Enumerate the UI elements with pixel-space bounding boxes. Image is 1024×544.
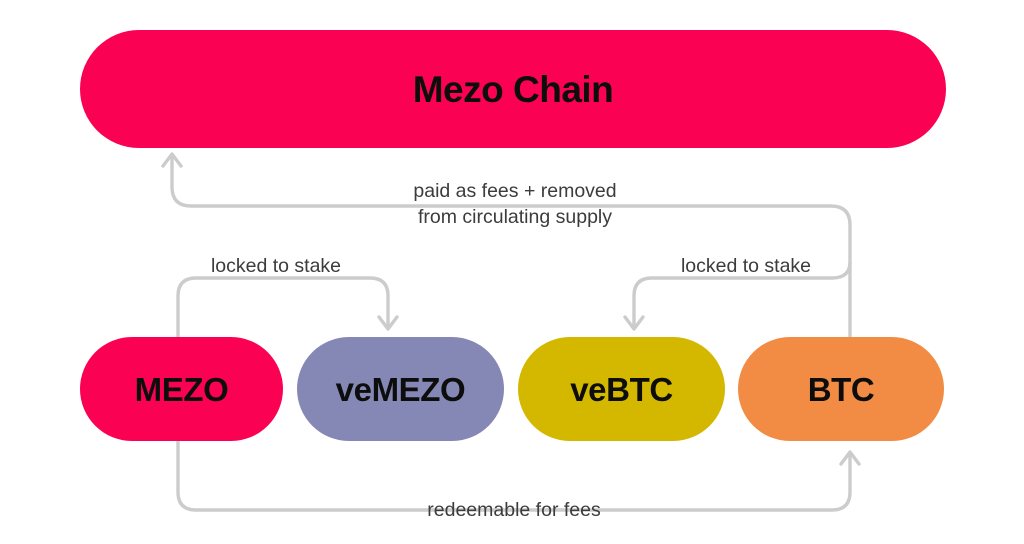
connector-mezo-locked-to-stake	[176, 276, 399, 339]
connector-label-mezo-locked-to-stake: locked to stake	[210, 255, 342, 277]
vemezo-node-label: veMEZO	[335, 370, 466, 408]
vemezo-node[interactable]: veMEZO	[297, 337, 504, 441]
connector-label-btc-locked-to-stake: locked to stake	[680, 255, 812, 277]
btc-node-label: BTC	[807, 370, 875, 408]
mezo-node-label: MEZO	[134, 370, 229, 408]
arrowhead-down-icon	[377, 315, 399, 331]
connector-label-redeemable-for-fees: redeemable for fees	[427, 499, 601, 521]
arrowhead-down-icon	[623, 315, 645, 331]
arrowhead-up-icon	[839, 450, 861, 466]
vebtc-node[interactable]: veBTC	[518, 337, 725, 441]
btc-node[interactable]: BTC	[738, 337, 944, 441]
arrowhead-up-icon	[161, 152, 183, 168]
mezo-node[interactable]: MEZO	[80, 337, 283, 441]
mezo-chain-label: Mezo Chain	[412, 68, 614, 110]
connector-label-paid-as-fees: paid as fees + removed from circulating …	[413, 180, 617, 228]
mezo-chain-node[interactable]: Mezo Chain	[80, 30, 946, 148]
vebtc-node-label: veBTC	[570, 370, 673, 408]
